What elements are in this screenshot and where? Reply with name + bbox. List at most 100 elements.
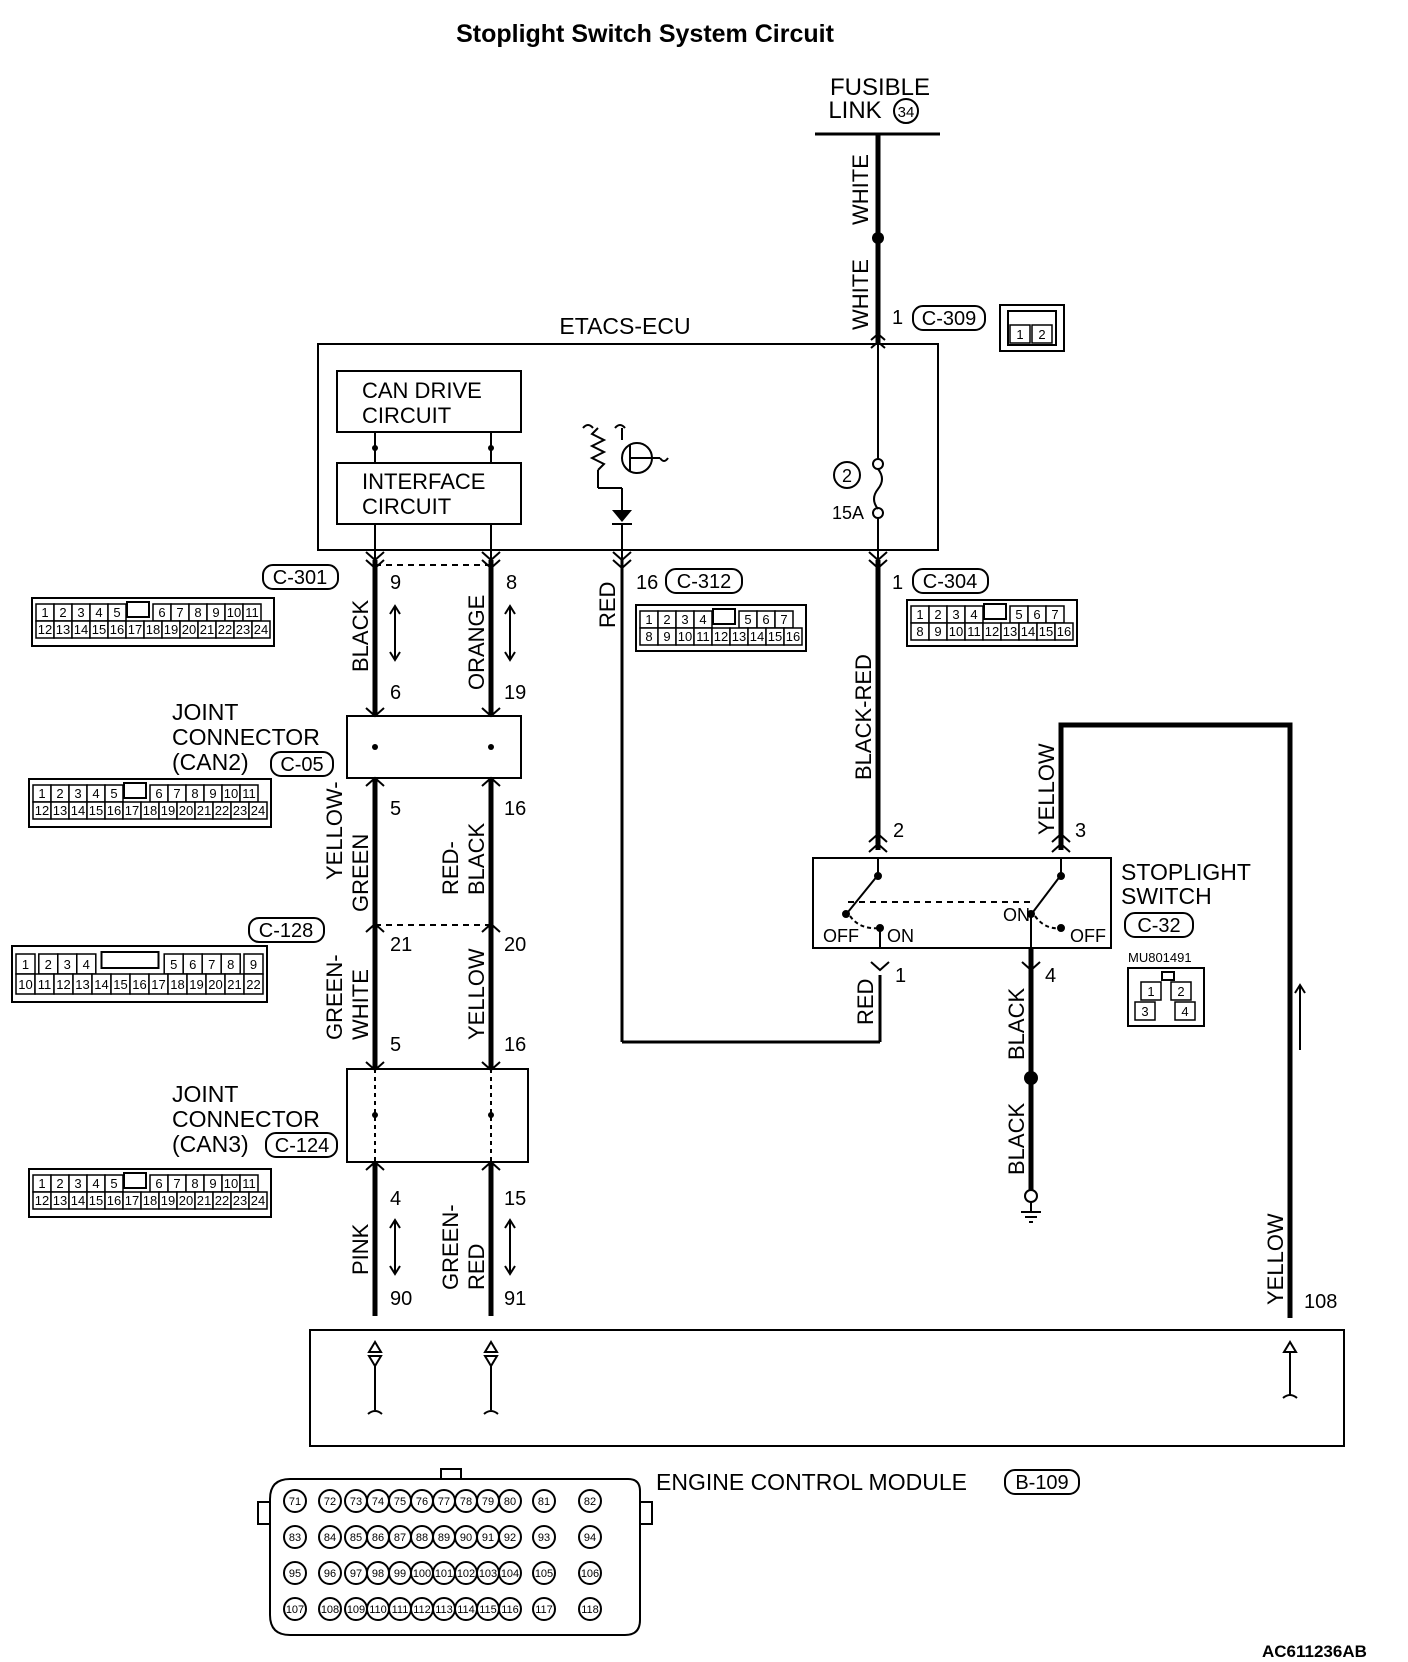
connector-face-c309: 1 2 (999, 304, 1065, 352)
pin-6: 6 (390, 682, 401, 704)
ecm-pin: 112 (413, 1604, 431, 1616)
pin: 1 (1016, 327, 1023, 342)
pin: 10 (18, 977, 32, 992)
joint-can3-label-1: JOINT (172, 1081, 238, 1107)
ecm-pin: 113 (435, 1604, 453, 1616)
pin: 22 (215, 1193, 229, 1208)
pin: 16 (1057, 624, 1071, 639)
pin: 8 (191, 1176, 198, 1191)
ecm-pin: 98 (372, 1568, 384, 1580)
pin: 14 (71, 803, 85, 818)
ecm-pin: 99 (394, 1568, 406, 1580)
pin: 4 (699, 612, 706, 627)
pin: 23 (236, 622, 250, 637)
pin-c309-1: 1 (892, 307, 903, 329)
pin: 14 (74, 622, 88, 637)
pin-5: 5 (390, 798, 401, 820)
pin-20: 20 (504, 934, 526, 956)
pin: 16 (786, 629, 800, 644)
pin: 7 (780, 612, 787, 627)
wire-label-yellow-can: YELLOW (464, 948, 489, 1040)
fusible-link-label-1: FUSIBLE (830, 74, 930, 101)
pin: 9 (934, 624, 941, 639)
pin: 23 (233, 803, 247, 818)
ecm-pin: 88 (416, 1532, 428, 1544)
pin: 4 (95, 605, 102, 620)
ecm-pin: 105 (535, 1568, 553, 1580)
ecm-pin: 84 (324, 1532, 336, 1544)
pin: 3 (952, 607, 959, 622)
pin-91: 91 (504, 1288, 526, 1310)
ecm-pin: 77 (438, 1496, 450, 1508)
wire-label-white-2: WHITE (848, 259, 873, 330)
pin: 5 (110, 786, 117, 801)
ecm-pin: 106 (581, 1568, 599, 1580)
ecm-pin: 80 (504, 1496, 516, 1508)
pin: 4 (92, 786, 99, 801)
pin: 12 (35, 1193, 49, 1208)
engine-control-module-box (309, 1329, 1345, 1447)
pin: 14 (750, 629, 764, 644)
ecm-pin: 73 (350, 1496, 362, 1508)
ecm-pin: 72 (324, 1496, 336, 1508)
ecm-pin: 108 (321, 1604, 339, 1616)
conn-label-c309: C-309 (922, 308, 976, 330)
ecm-pin: 87 (394, 1532, 406, 1544)
diagram-title: Stoplight Switch System Circuit (456, 20, 834, 48)
pin: 10 (678, 629, 692, 644)
pin: 19 (164, 622, 178, 637)
pin: 1 (41, 605, 48, 620)
pin: 16 (107, 1193, 121, 1208)
pin: 17 (128, 622, 142, 637)
ecm-pin: 75 (394, 1496, 406, 1508)
pin-16: 16 (504, 798, 526, 820)
pin: 2 (663, 612, 670, 627)
pin: 13 (53, 1193, 67, 1208)
ecm-pin: 71 (289, 1496, 301, 1508)
ecm-pin: 81 (538, 1496, 550, 1508)
ground-icon (1021, 1189, 1041, 1223)
fusible-link: FUSIBLE LINK 34 (815, 74, 940, 136)
pin-c312-16: 16 (636, 572, 658, 594)
pin-108: 108 (1304, 1291, 1337, 1313)
pin-switch-3: 3 (1075, 820, 1086, 842)
interface-label-2: CIRCUIT (362, 494, 451, 519)
pin: 10 (949, 624, 963, 639)
stoplight-part-number: MU801491 (1128, 950, 1192, 965)
pin: 17 (125, 1193, 139, 1208)
joint-can2-label-3: (CAN2) (172, 749, 249, 775)
ecm-pin: 102 (457, 1568, 475, 1580)
ecm-pin: 85 (350, 1532, 362, 1544)
signal-arrow (1294, 983, 1306, 1050)
conn-label-c124: C-124 (275, 1135, 329, 1157)
pin: 17 (151, 977, 165, 992)
pin-8: 8 (506, 572, 517, 594)
pin: 12 (714, 629, 728, 644)
pin: 2 (56, 1176, 63, 1191)
pin: 3 (74, 1176, 81, 1191)
ecm-pin: 116 (501, 1604, 519, 1616)
pin: 1 (38, 1176, 45, 1191)
pin: 16 (132, 977, 146, 992)
stoplight-label-2: SWITCH (1121, 883, 1212, 909)
pin: 13 (53, 803, 67, 818)
pin: 9 (250, 957, 257, 972)
wire-label-black-red: BLACK-RED (851, 654, 876, 780)
pin: 11 (245, 605, 259, 620)
joint-connector-can3 (346, 1068, 529, 1163)
pin: 2 (934, 607, 941, 622)
fuse-number: 2 (842, 466, 852, 486)
wire-label-red-1: RED (595, 582, 620, 628)
pin: 9 (212, 605, 219, 620)
ecm-pin: 78 (460, 1496, 472, 1508)
switch-off-label-2: OFF (1070, 926, 1106, 946)
pin: 11 (696, 629, 710, 644)
conn-label-c312: C-312 (677, 571, 731, 593)
switch-contact-icon (842, 858, 1065, 948)
pin: 16 (110, 622, 124, 637)
pin: 4 (1181, 1004, 1188, 1019)
pin: 10 (227, 605, 241, 620)
pin: 13 (75, 977, 89, 992)
pin: 3 (1141, 1004, 1148, 1019)
